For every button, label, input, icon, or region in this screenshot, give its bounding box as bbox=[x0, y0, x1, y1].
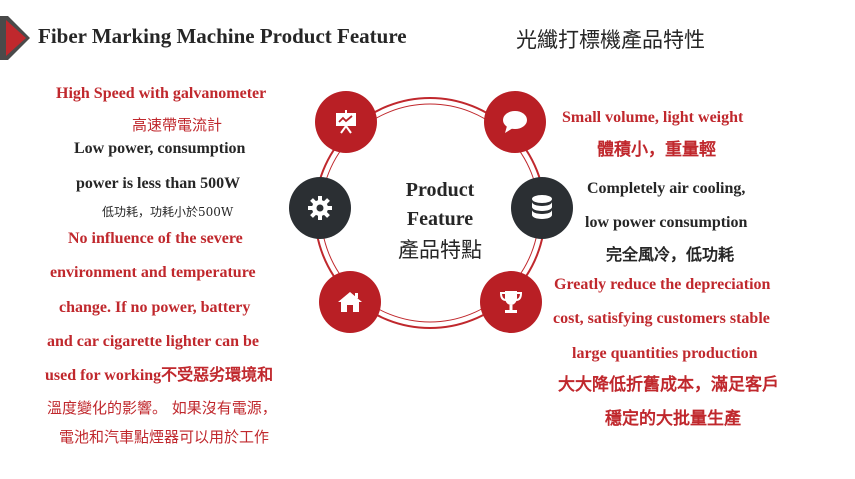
node-house bbox=[319, 271, 381, 333]
node-database bbox=[511, 177, 573, 239]
environment-feature-line3: change. If no power, battery bbox=[59, 299, 251, 316]
depreciation-feature-line2: cost, satisfying customers stable bbox=[553, 310, 770, 327]
depreciation-feature-line4: 大大降低折舊成本，滿足客戶 bbox=[558, 375, 779, 395]
environment-feature-line4: and car cigarette lighter can be bbox=[47, 333, 259, 350]
center-label-chinese: 產品特點 bbox=[398, 238, 482, 262]
environment-feature-line1: No influence of the severe bbox=[68, 230, 243, 247]
trophy-icon bbox=[499, 291, 523, 313]
speed-feature-en: High Speed with galvanometer bbox=[56, 85, 267, 102]
cooling-feature-line1: Completely air cooling, bbox=[587, 180, 746, 197]
depreciation-feature-line3: large quantities production bbox=[572, 345, 758, 362]
node-gear bbox=[289, 177, 351, 239]
node-presentation bbox=[315, 91, 377, 153]
presentation-board-icon bbox=[336, 110, 356, 134]
database-icon bbox=[532, 195, 552, 219]
environment-feature-line7: 電池和汽車點煙器可以用於工作 bbox=[59, 428, 270, 446]
depreciation-feature-line1: Greatly reduce the depreciation bbox=[554, 276, 771, 293]
environment-feature-line2: environment and temperature bbox=[50, 264, 256, 281]
node-speech bbox=[484, 91, 546, 153]
node-trophy bbox=[480, 271, 542, 333]
speed-feature-zh: 高速帶電流計 bbox=[132, 116, 223, 134]
power-feature-zh: 低功耗，功耗小於500W bbox=[102, 205, 234, 219]
center-label: Product Feature bbox=[370, 176, 510, 234]
speech-bubble-icon bbox=[503, 111, 527, 133]
power-feature-line2: power is less than 500W bbox=[76, 175, 241, 192]
environment-feature-line5: used for working不受惡劣環境和 bbox=[45, 367, 274, 384]
power-feature-line1: Low power, consumption bbox=[74, 140, 246, 157]
gear-icon bbox=[308, 196, 332, 220]
center-label-line1: Product bbox=[405, 179, 475, 201]
volume-feature-en: Small volume, light weight bbox=[562, 109, 744, 126]
cooling-feature-zh: 完全風冷，低功耗 bbox=[606, 245, 735, 264]
depreciation-feature-line5: 穩定的大批量生產 bbox=[605, 409, 741, 429]
cooling-feature-line2: low power consumption bbox=[585, 214, 748, 231]
page-title: Fiber Marking Machine Product Feature bbox=[38, 24, 407, 48]
house-icon bbox=[338, 292, 362, 312]
center-label-line2: Feature bbox=[406, 208, 474, 230]
page-title-chinese: 光纖打標機產品特性 bbox=[516, 28, 705, 52]
volume-feature-zh: 體積小，重量輕 bbox=[597, 140, 716, 160]
header-accent-arrow bbox=[0, 16, 30, 60]
environment-feature-line6: 溫度變化的影響。 如果沒有電源， bbox=[47, 399, 277, 417]
